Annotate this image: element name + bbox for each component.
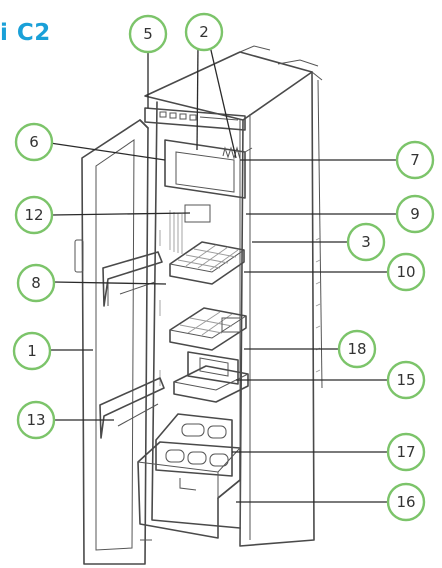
- shelf-upper: [169, 241, 245, 285]
- callout-5: 5: [128, 14, 168, 54]
- callout-9-label: 9: [410, 205, 420, 223]
- callout-7: 7: [395, 140, 435, 180]
- callout-6: 6: [14, 122, 54, 162]
- callout-5-label: 5: [143, 25, 153, 43]
- callout-7-label: 7: [410, 151, 420, 169]
- callout-10-label: 10: [396, 263, 415, 281]
- callout-9: 9: [395, 194, 435, 234]
- callout-8-label: 8: [31, 274, 41, 292]
- callout-15: 15: [386, 360, 426, 400]
- control-panel: [144, 107, 246, 131]
- door: [74, 119, 165, 565]
- callout-1: 1: [12, 331, 52, 371]
- callout-3: 3: [346, 222, 386, 262]
- callout-2: 2: [184, 12, 224, 52]
- bottom-drawer: [137, 441, 241, 539]
- callout-2-label: 2: [199, 23, 209, 41]
- callout-13-label: 13: [26, 411, 45, 429]
- freezer-compartment: [164, 139, 253, 199]
- callout-16-label: 16: [396, 493, 415, 511]
- callout-10: 10: [386, 252, 426, 292]
- callout-17-label: 17: [396, 443, 415, 461]
- callout-12-label: 12: [24, 206, 43, 224]
- callout-1-label: 1: [27, 342, 37, 360]
- glass-shelf: [173, 365, 249, 403]
- callout-8: 8: [16, 263, 56, 303]
- callout-16: 16: [386, 482, 426, 522]
- crisper-tray: [187, 351, 239, 385]
- callout-17: 17: [386, 432, 426, 472]
- callout-12: 12: [14, 195, 54, 235]
- side-wall-hatching: [315, 237, 321, 373]
- interior-back-wall: [159, 204, 211, 386]
- callout-6-label: 6: [29, 133, 39, 151]
- shelf-middle: [169, 307, 247, 351]
- callout-18-label: 18: [347, 340, 366, 358]
- leader-lines: [49, 45, 398, 503]
- callout-18: 18: [337, 329, 377, 369]
- callout-15-label: 15: [396, 371, 415, 389]
- callout-3-label: 3: [361, 233, 371, 251]
- diagram-title: i C2: [0, 20, 51, 46]
- callout-13: 13: [16, 400, 56, 440]
